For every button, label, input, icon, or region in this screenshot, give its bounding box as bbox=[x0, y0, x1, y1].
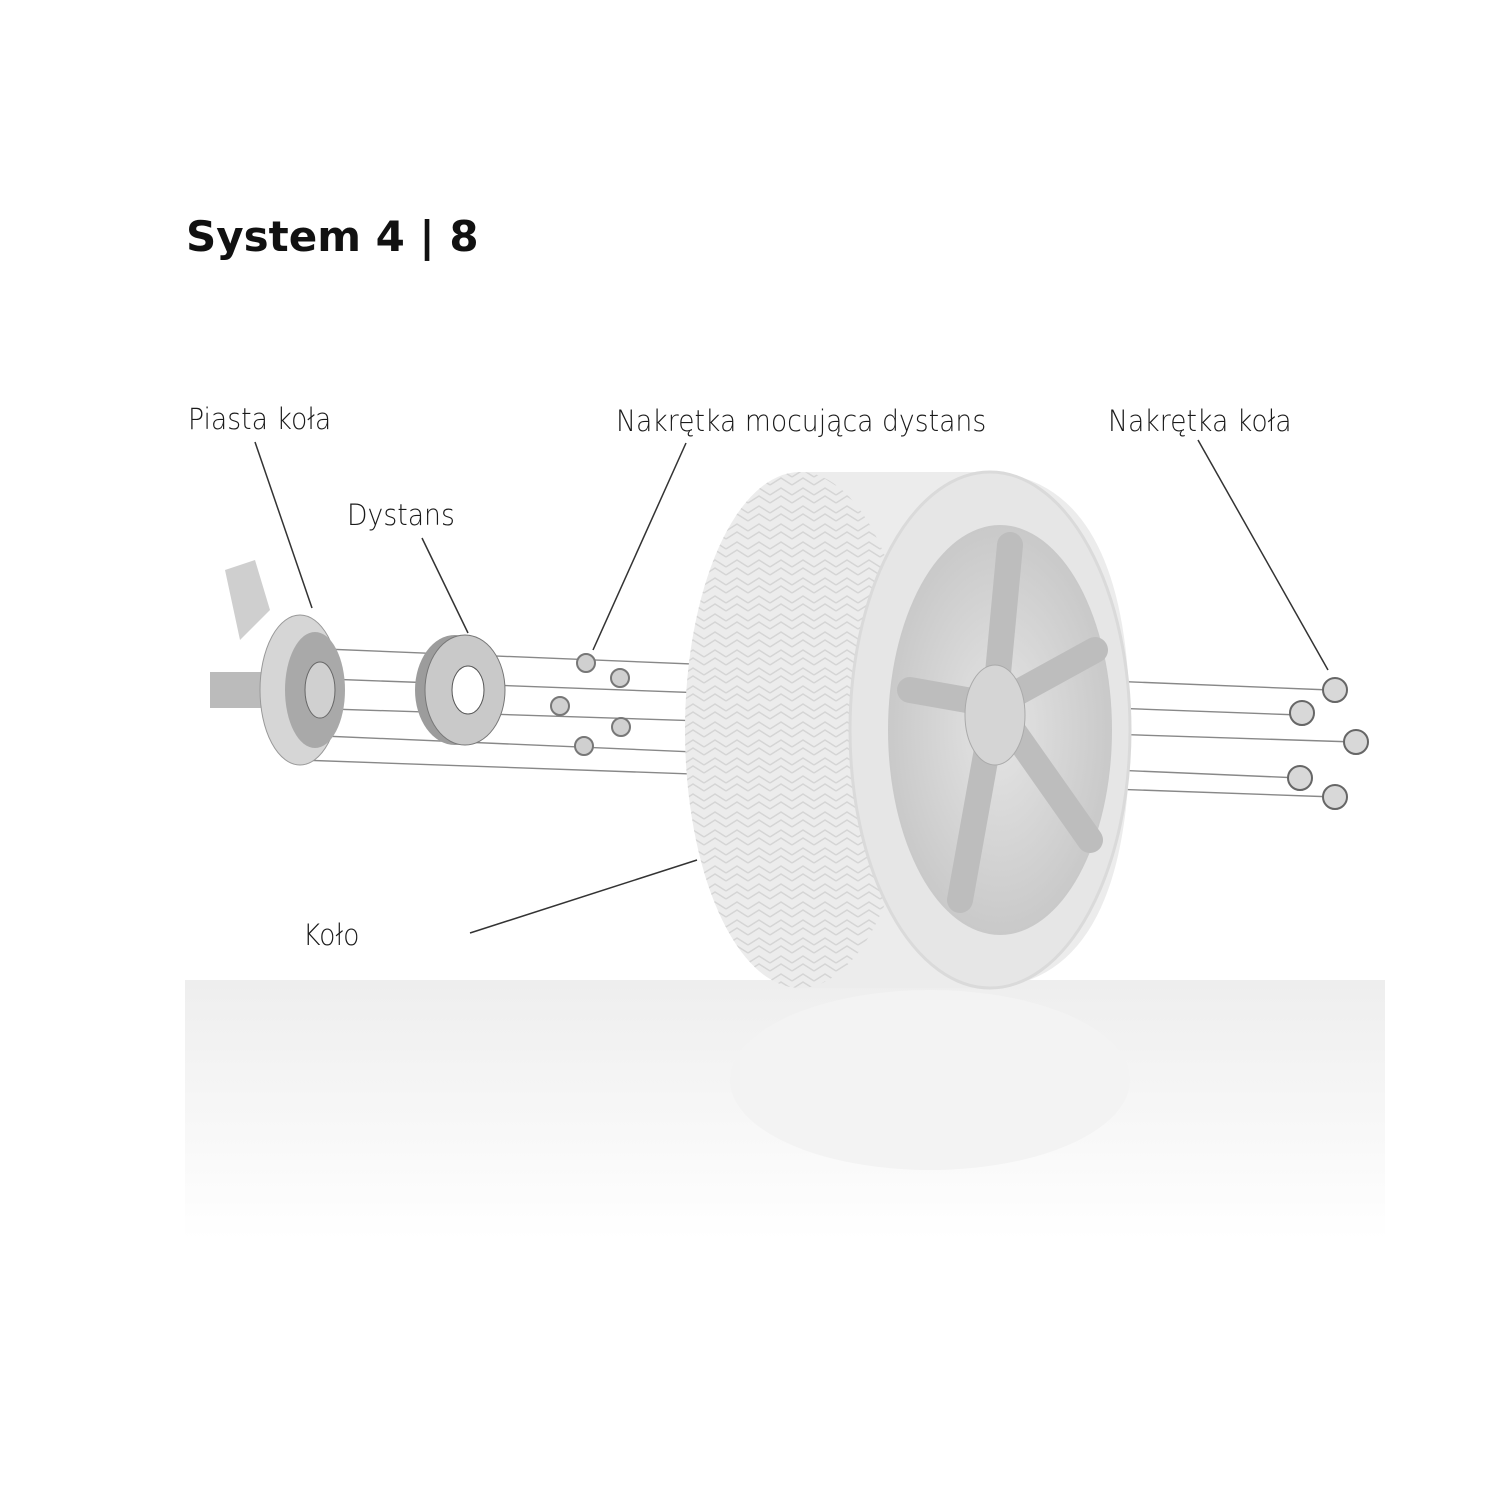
label-spacer-nut: Nakrętka mocująca dystans bbox=[616, 404, 987, 438]
leader-lines bbox=[254, 439, 1329, 934]
label-wheel-nut: Nakrętka koła bbox=[1108, 404, 1292, 438]
wheel-tire bbox=[685, 470, 1132, 990]
label-wheel: Koło bbox=[303, 918, 360, 952]
rim-center bbox=[964, 664, 1026, 766]
page-title: System 4 | 8 bbox=[186, 212, 479, 261]
spacer-nuts bbox=[550, 653, 631, 756]
wheel-hub bbox=[210, 560, 345, 766]
wheel-nuts bbox=[1287, 677, 1369, 810]
wheel-spacer bbox=[415, 634, 506, 746]
label-hub: Piasta koła bbox=[188, 402, 332, 436]
label-spacer: Dystans bbox=[347, 498, 455, 532]
wheel-reflection bbox=[730, 990, 1130, 1170]
